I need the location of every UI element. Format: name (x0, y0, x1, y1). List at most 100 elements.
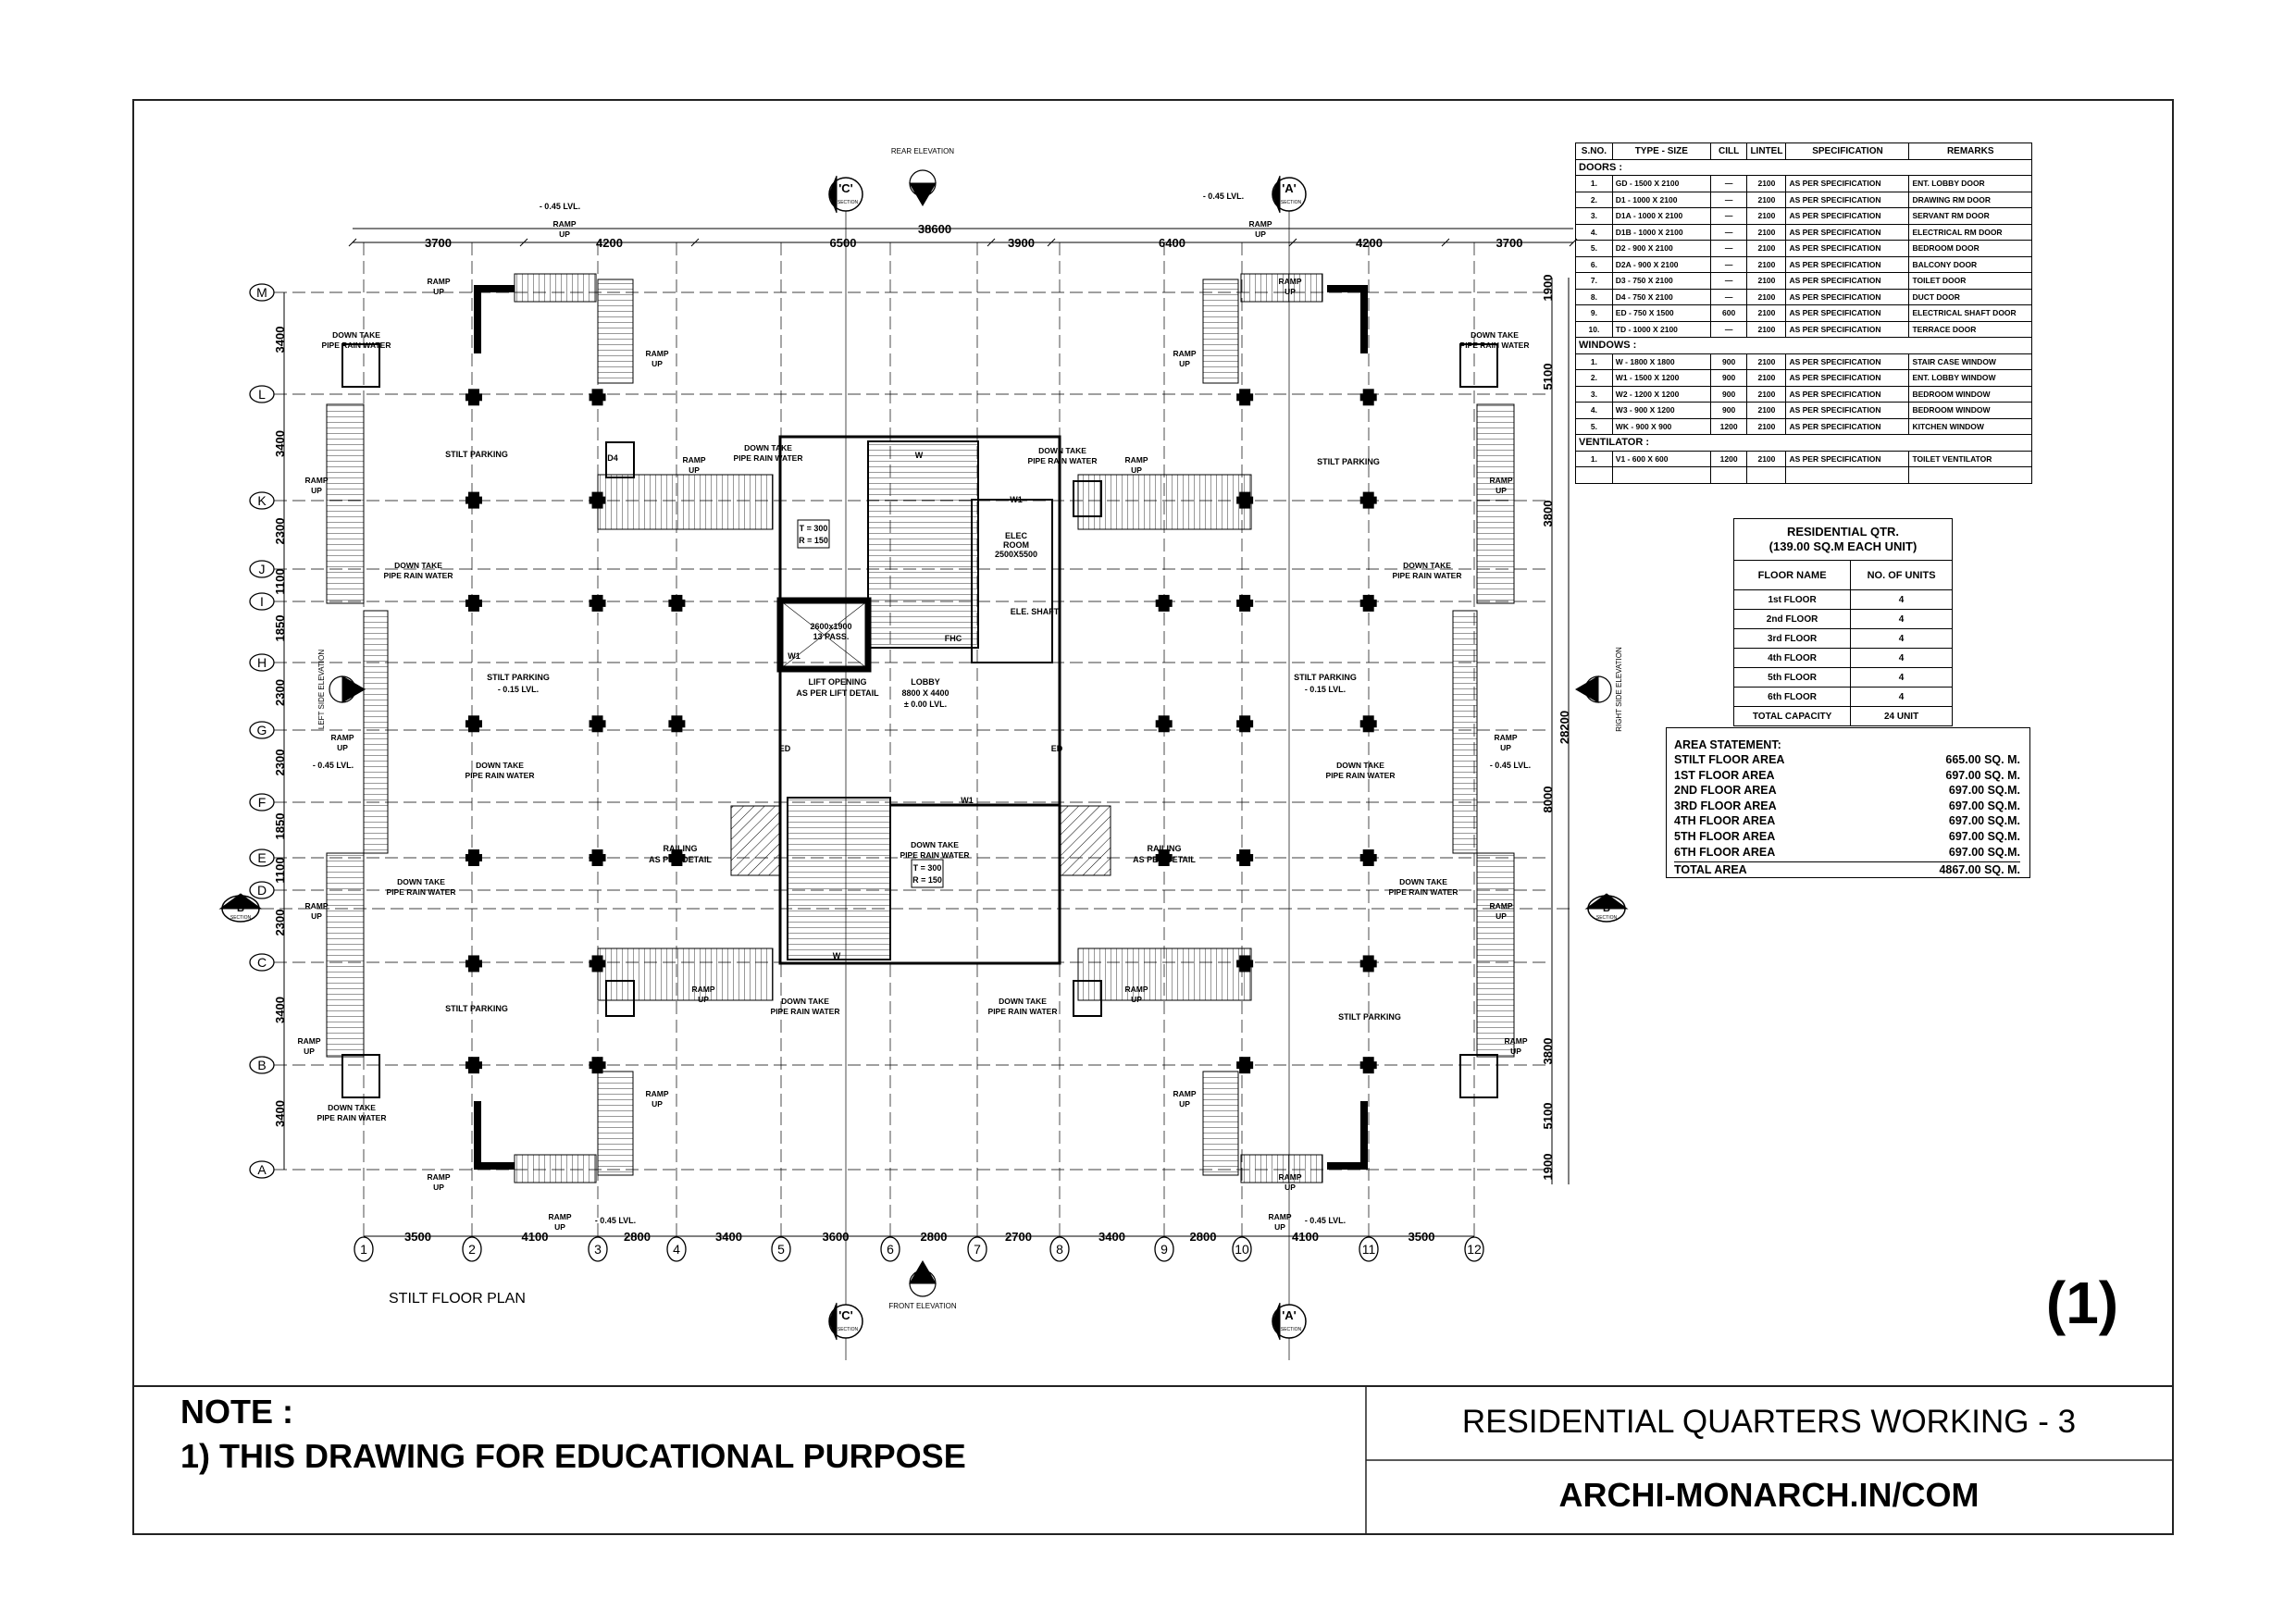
corner-walls (474, 285, 1368, 1170)
column-marker (1155, 849, 1173, 866)
section-marker-c-bottom[interactable]: 'C' SECTION (828, 1302, 863, 1341)
svg-text:DOWN TAKE: DOWN TAKE (911, 840, 959, 849)
svg-text:AS PER DETAIL: AS PER DETAIL (649, 855, 712, 864)
column-marker (589, 715, 606, 733)
left-elevation-marker[interactable]: LEFT SIDE ELEVATION (317, 650, 366, 729)
dimension-label: 3400 (715, 1230, 742, 1244)
column-marker (1236, 491, 1254, 509)
schedule-cell: BEDROOM DOOR (1908, 240, 2032, 257)
svg-text:RAMP: RAMP (1268, 1212, 1291, 1221)
section-marker-a-top[interactable]: 'A' SECTION (1272, 175, 1307, 1360)
rear-elevation-marker[interactable]: REAR ELEVATION (891, 147, 954, 206)
hatched-block (1059, 805, 1111, 876)
dimension-label: 3900 (1008, 236, 1035, 250)
overall-dimension: 38600 (918, 222, 951, 236)
schedule-cell: KITCHEN WINDOW (1908, 417, 2032, 435)
column-marker (589, 849, 606, 866)
note-item: 1) THIS DRAWING FOR EDUCATIONAL PURPOSE (180, 1437, 966, 1475)
parking-label: STILT PARKING (487, 673, 550, 682)
svg-text:11: 11 (1362, 1242, 1376, 1257)
svg-text:DOWN TAKE: DOWN TAKE (332, 330, 380, 340)
ramp (326, 403, 365, 604)
dimension-label: 4100 (522, 1230, 549, 1244)
col-lintel: LINTEL (1746, 142, 1787, 160)
schedule-cell: 900 (1709, 353, 1748, 370)
ramp (514, 273, 597, 303)
svg-text:RAMP: RAMP (427, 277, 450, 286)
svg-text:W1: W1 (788, 651, 800, 661)
svg-text:RAMP: RAMP (1124, 985, 1148, 994)
level-label: - 0.15 LVL. (498, 685, 539, 694)
column-marker (1155, 715, 1173, 733)
floor-name: 6th FLOOR (1732, 687, 1852, 707)
schedule-cell: — (1709, 320, 1748, 338)
door-window-schedule: S.NO. TYPE - SIZE CILL LINTEL SPECIFICAT… (1575, 142, 2032, 484)
schedule-blank-row (1575, 466, 2032, 484)
svg-text:RAMP: RAMP (1504, 1036, 1527, 1046)
schedule-cell: TERRACE DOOR (1908, 320, 2032, 338)
schedule-cell: AS PER SPECIFICATION (1785, 450, 1910, 467)
grid-lines (274, 242, 1545, 1236)
sheet-number: (1) (2046, 1270, 2118, 1336)
schedule-cell: D2A - 900 X 2100 (1611, 255, 1711, 273)
svg-text:PIPE RAIN WATER: PIPE RAIN WATER (317, 1113, 387, 1122)
dimension-label: 4200 (596, 236, 623, 250)
section-word: SECTION (838, 200, 859, 205)
section-marker-a-bottom[interactable]: 'A' SECTION (1272, 1302, 1307, 1341)
svg-text:RAMP: RAMP (1248, 219, 1272, 229)
dimension-label: 3400 (273, 1100, 287, 1127)
area-value: 697.00 SQ.M. (1948, 814, 2020, 828)
section-marker-c-top[interactable]: 'C' SECTION (828, 175, 863, 1360)
dimension-label: 1100 (273, 857, 287, 883)
svg-text:K: K (257, 493, 267, 508)
ramp (1077, 948, 1252, 1001)
website: ARCHI-MONARCH.IN/COM (1558, 1476, 1980, 1514)
section-marker-b-right[interactable]: 'B' SECTION (1584, 893, 1629, 923)
unit-count: 4 (1850, 609, 1953, 629)
schedule-cell: 2100 (1746, 175, 1787, 192)
right-elevation-marker[interactable]: RIGHT SIDE ELEVATION (1575, 647, 1623, 732)
section-word: SECTION (1596, 915, 1618, 921)
ramps (326, 273, 1515, 1183)
svg-text:'B': 'B' (234, 903, 247, 914)
grid-bubble-10: 10 (1232, 1236, 1252, 1262)
svg-text:RAILING: RAILING (664, 844, 698, 853)
column-marker (1359, 1057, 1377, 1074)
area-label: 4TH FLOOR AREA (1674, 814, 1776, 828)
schedule-cell: 900 (1709, 385, 1748, 403)
svg-text:ED: ED (1051, 744, 1063, 753)
svg-text:AS PER LIFT DETAIL: AS PER LIFT DETAIL (796, 688, 879, 698)
column-marker (668, 849, 686, 866)
schedule-cell: 7. (1575, 272, 1613, 290)
column-marker (1236, 1057, 1254, 1074)
schedule-cell: D3 - 750 X 2100 (1611, 272, 1711, 290)
ramp (597, 474, 774, 530)
section-marker-b-left[interactable]: 'B' SECTION (218, 893, 1573, 923)
front-elevation-marker[interactable]: FRONT ELEVATION (888, 1260, 957, 1310)
schedule-cell: 2100 (1746, 207, 1787, 225)
schedule-section-title: VENTILATOR : (1575, 434, 2032, 452)
column-marker (465, 1057, 482, 1074)
level-label: - 0.15 LVL. (1305, 685, 1346, 694)
schedule-cell: 1200 (1709, 417, 1748, 435)
schedule-cell: 1200 (1709, 450, 1748, 467)
